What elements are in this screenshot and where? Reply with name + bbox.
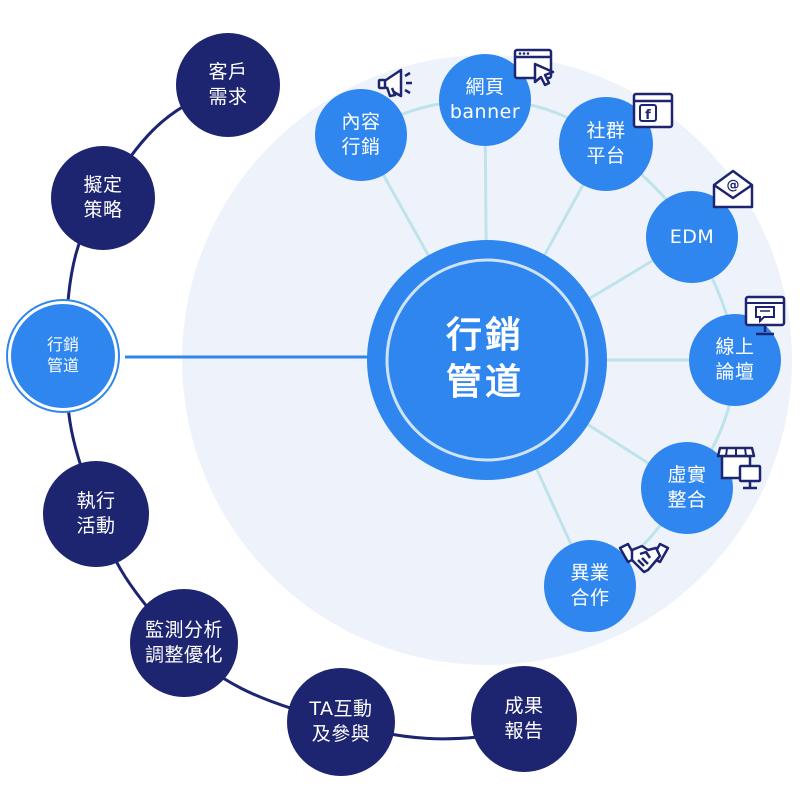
- step-label: 客戶 需求: [208, 61, 248, 108]
- channel-o2o: 虛實 整合: [641, 442, 733, 534]
- step-label: 監測分析 調整優化: [144, 619, 223, 666]
- step-label: 擬定 策略: [83, 174, 123, 221]
- step-ta-interaction: TA互動 及參與: [287, 668, 395, 776]
- step-marketing-channels: 行銷 管道: [8, 301, 118, 411]
- facebook-window-icon: f: [632, 92, 674, 129]
- svg-text:f: f: [645, 108, 651, 123]
- step-report: 成果 報告: [471, 666, 577, 772]
- hub-circle: [367, 240, 607, 480]
- hub-label: 行銷 管道: [445, 315, 524, 403]
- step-label: 成果 報告: [504, 695, 544, 742]
- step-execute: 執行 活動: [43, 461, 149, 567]
- store-monitor-icon: [716, 446, 762, 490]
- channel-label: 內容 行銷: [341, 111, 381, 158]
- channel-partnership: 異業 合作: [544, 540, 636, 632]
- megaphone-icon: [377, 68, 412, 98]
- svg-text:@: @: [727, 178, 740, 193]
- step-monitor: 監測分析 調整優化: [130, 589, 238, 697]
- monitor-chat-icon: [744, 295, 786, 336]
- step-strategy: 擬定 策略: [51, 146, 155, 250]
- channel-label: 線上 論壇: [715, 336, 755, 383]
- channel-label: 網頁 banner: [449, 76, 521, 123]
- step-label: 行銷 管道: [46, 335, 79, 375]
- step-label: TA互動 及參與: [309, 698, 373, 745]
- step-label: 執行 活動: [76, 490, 116, 537]
- email-icon: @: [712, 169, 754, 209]
- channel-label: 虛實 整合: [667, 464, 707, 511]
- channel-forum: 線上 論壇: [689, 314, 781, 406]
- channel-label: 異業 合作: [570, 562, 610, 609]
- channel-label: EDM: [669, 225, 715, 248]
- channel-content: 內容 行銷: [315, 89, 407, 181]
- handshake-icon: [618, 542, 670, 574]
- browser-cursor-icon: [513, 48, 555, 87]
- hub-inner-ring: [385, 258, 589, 462]
- step-customer-needs: 客戶 需求: [176, 33, 280, 137]
- channel-label: 社群 平台: [586, 120, 626, 167]
